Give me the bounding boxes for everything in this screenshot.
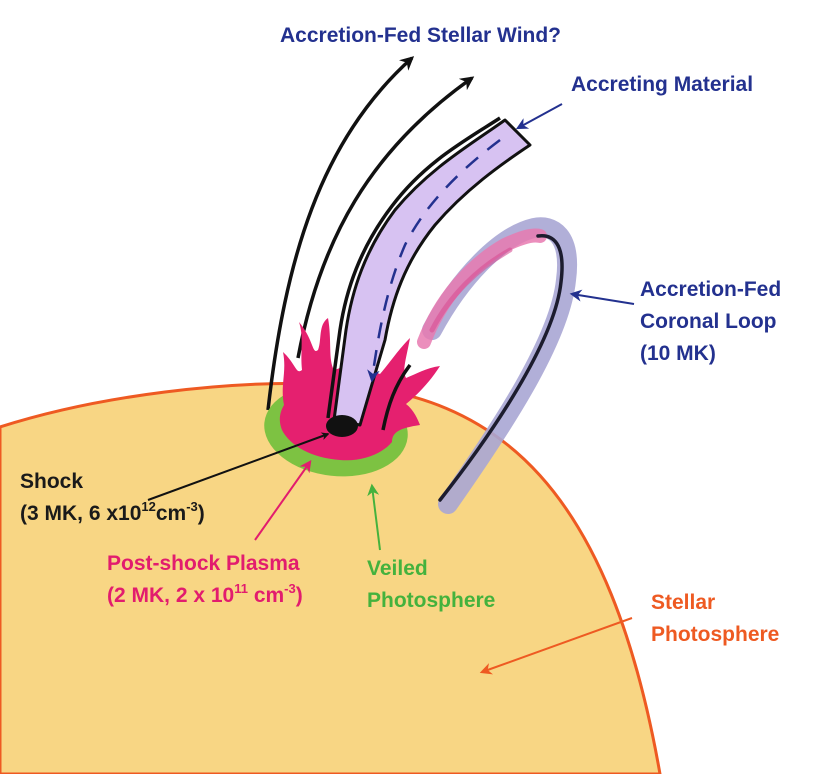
shock-spot <box>326 415 358 437</box>
accreting-material-arrow <box>515 103 563 130</box>
stream-left-edge <box>326 116 501 419</box>
label-shock: Shock (3 MK, 6 x1012cm-3) <box>20 470 205 525</box>
stellar-photosphere-arrow <box>479 617 633 675</box>
stream-inflow-arrow <box>367 139 501 383</box>
stream-right-flank <box>381 363 412 431</box>
veiled-photosphere-arrow <box>367 483 381 551</box>
label-veiled-photosphere: Veiled Photosphere <box>367 557 496 612</box>
label-stellar-photosphere: Stellar Photosphere <box>651 591 780 646</box>
post-shock-arrow <box>254 460 312 541</box>
wind-field-line-2 <box>296 76 475 359</box>
label-coronal-loop: Accretion-Fed Coronal Loop (10 MK) <box>640 278 782 365</box>
label-post-shock-plasma: Post-shock Plasma (2 MK, 2 x 1011 cm-3) <box>107 552 303 607</box>
loop-heated-leg-inner <box>429 247 513 333</box>
coronal-loop-arrow <box>569 289 635 305</box>
coronal-loop-line <box>438 233 564 502</box>
loop-heated-leg <box>417 228 547 349</box>
label-stellar-wind: Accretion-Fed Stellar Wind? <box>280 24 562 47</box>
accretion-stream <box>332 118 532 427</box>
wind-field-line-1 <box>266 56 415 411</box>
label-accreting-material: Accreting Material <box>571 73 754 96</box>
shock-arrow <box>147 432 330 501</box>
